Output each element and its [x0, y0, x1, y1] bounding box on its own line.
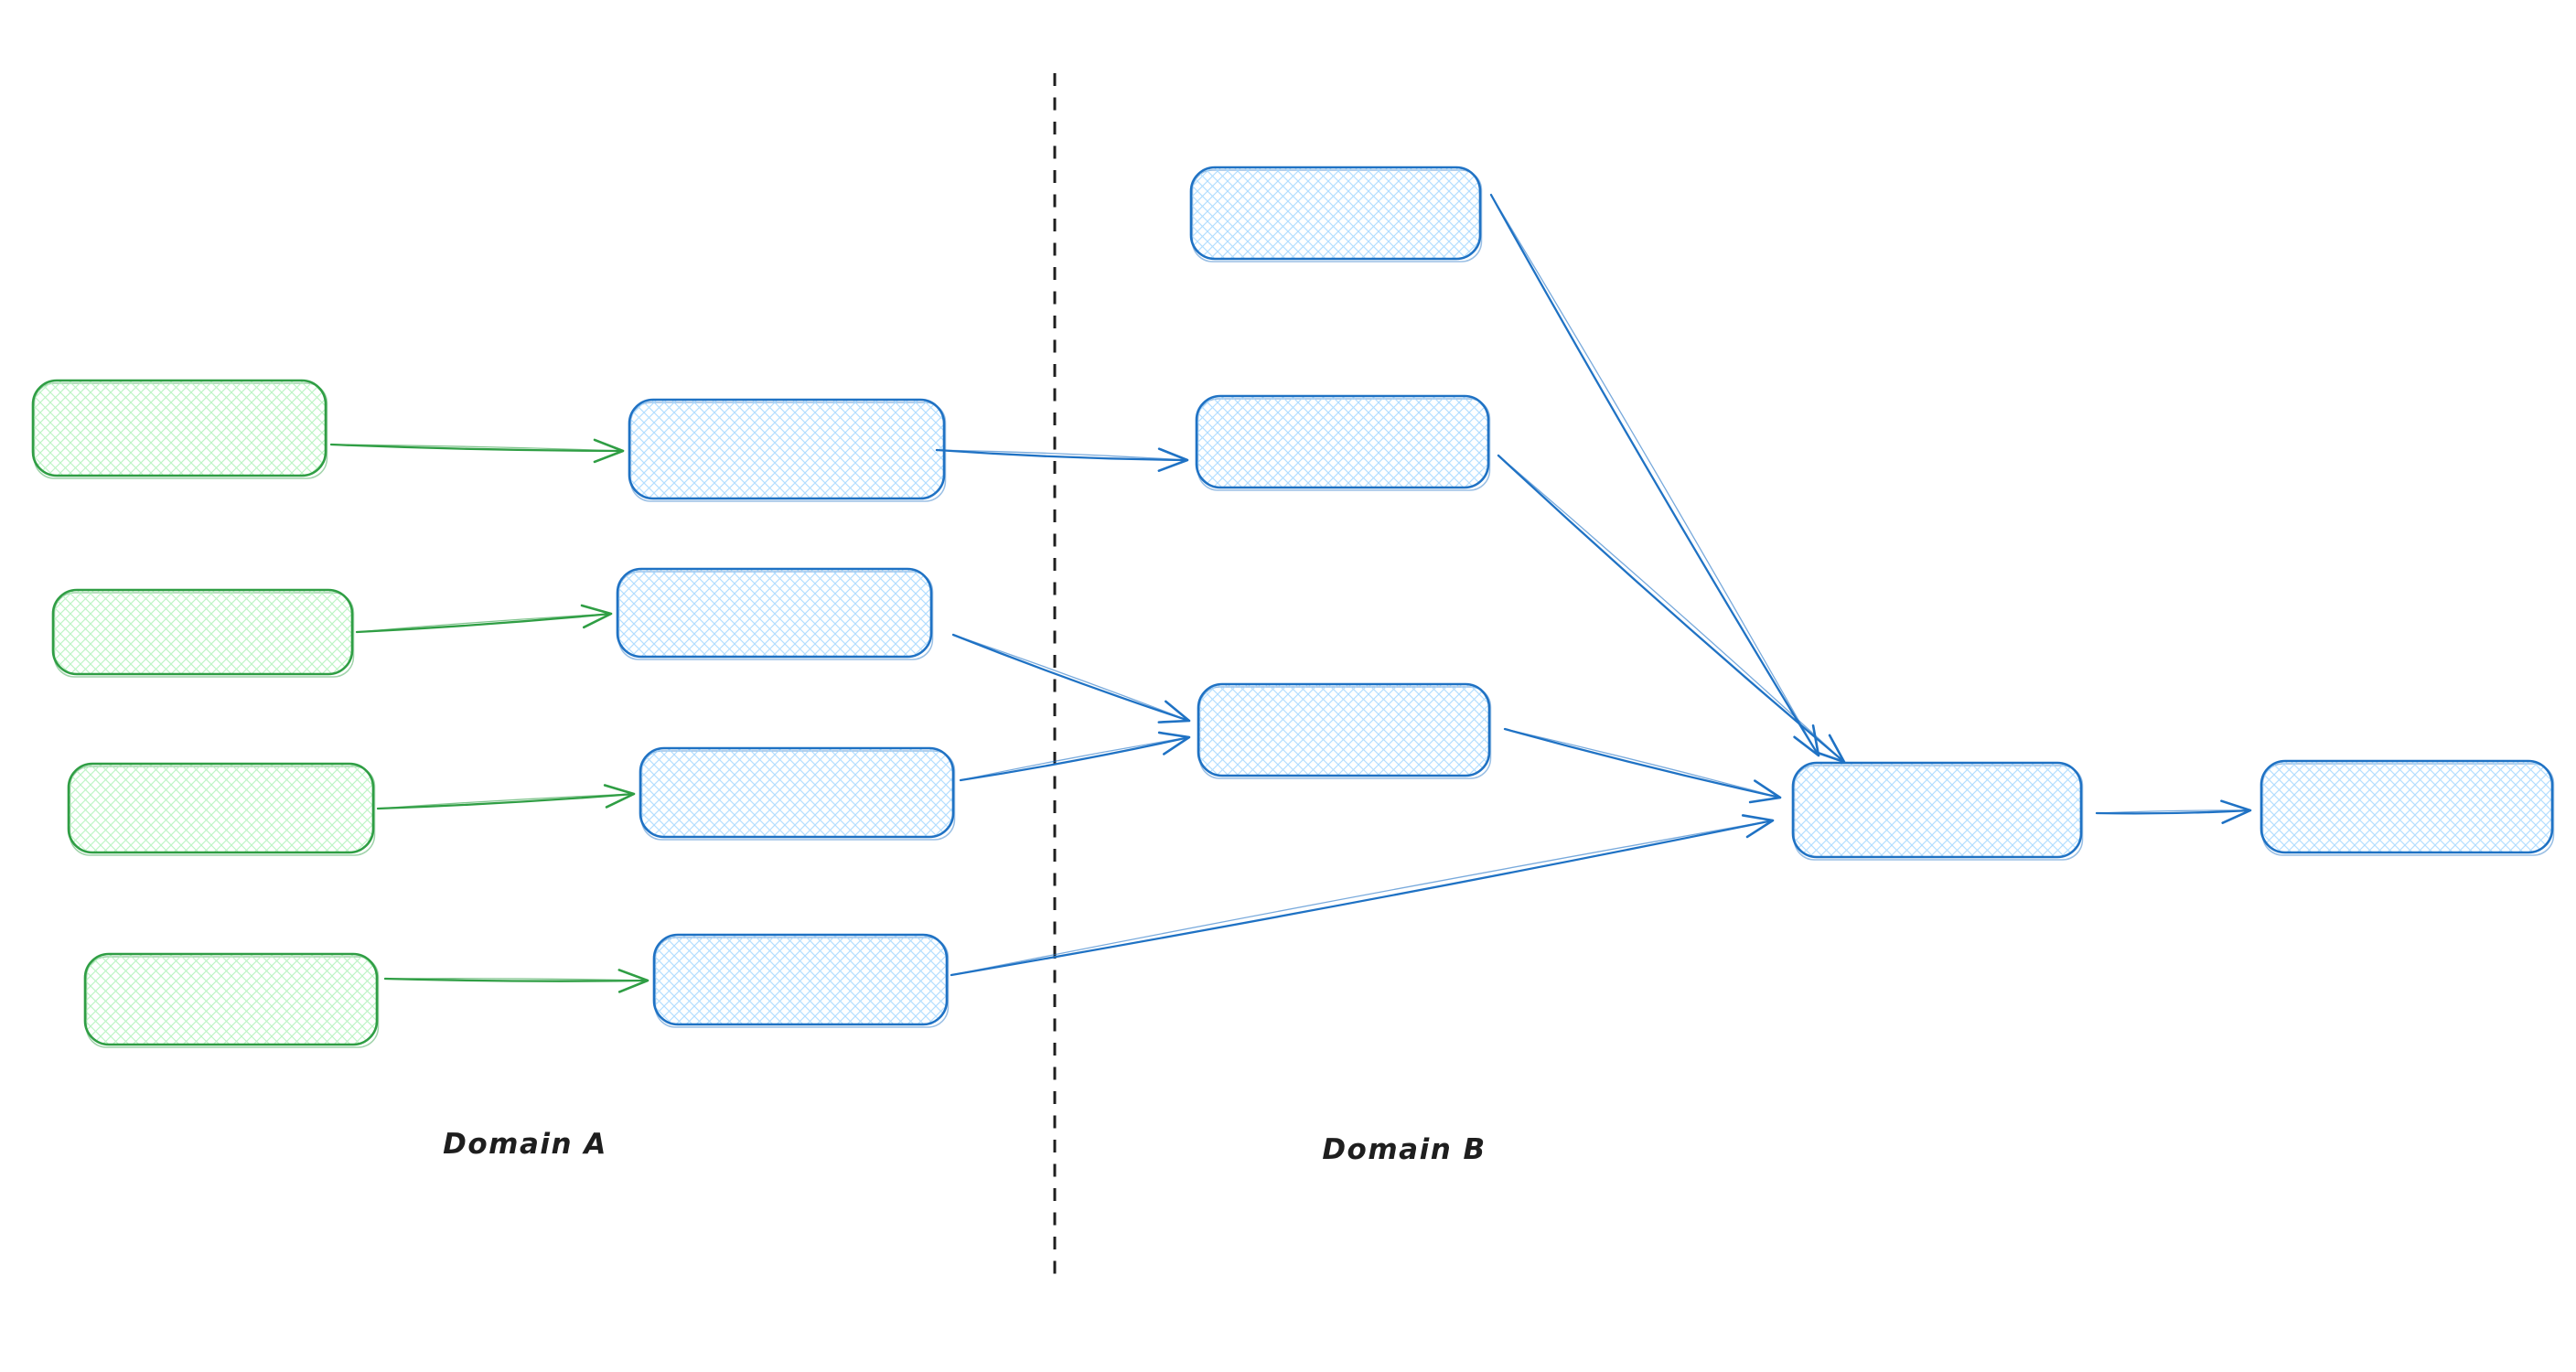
- arrow-a1-to-b2: [935, 447, 1189, 472]
- arrow-a2-to-b3: [951, 633, 1191, 724]
- node-green-source-2: [51, 588, 355, 678]
- node-domain-a-node-4: [652, 933, 950, 1028]
- arrow-green3-to-a3: [376, 784, 636, 810]
- arrow-green1-to-a1: [329, 438, 625, 464]
- domain-b-label: Domain B: [1322, 1133, 1487, 1166]
- arrow-hub-to-output: [2095, 799, 2252, 824]
- arrow-a4-to-hub: [950, 814, 1775, 977]
- node-green-source-3: [67, 762, 376, 856]
- arrow-b3-to-hub: [1503, 727, 1782, 804]
- node-domain-a-node-1: [628, 398, 947, 502]
- arrow-b1-to-hub: [1489, 193, 1820, 757]
- domain-a-label: Domain A: [443, 1128, 607, 1161]
- node-domain-b-node-1: [1189, 166, 1483, 263]
- node-domain-a-node-2: [616, 567, 934, 660]
- node-domain-a-node-3: [639, 746, 956, 841]
- arrow-a3-to-b3: [959, 731, 1191, 782]
- arrow-green4-to-a4: [383, 969, 649, 993]
- node-domain-b-node-3: [1197, 682, 1492, 779]
- arrow-green2-to-a2: [355, 604, 613, 634]
- arrow-b2-to-hub: [1497, 454, 1846, 764]
- node-domain-b-hub: [1791, 761, 2084, 861]
- node-domain-b-output: [2259, 759, 2555, 856]
- node-green-source-4: [83, 952, 380, 1048]
- node-domain-b-node-2: [1195, 394, 1491, 491]
- node-green-source-1: [31, 379, 328, 479]
